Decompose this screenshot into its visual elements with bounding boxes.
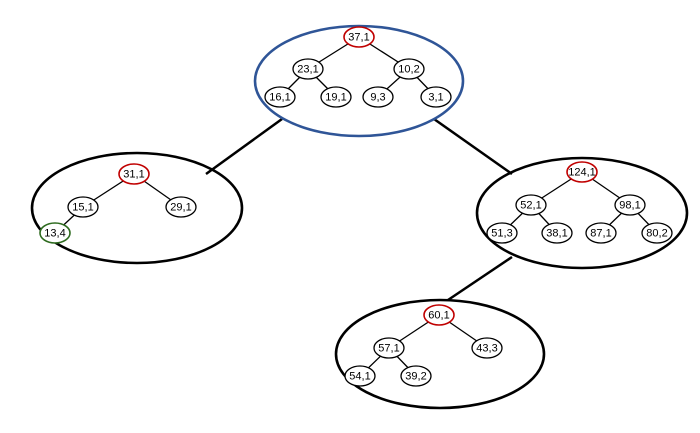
node-shape — [292, 58, 324, 80]
node-label: 38,1 — [546, 228, 567, 240]
node-shape — [471, 337, 503, 359]
node-shape — [566, 161, 598, 183]
cluster-link-top-left — [205, 117, 283, 176]
root-node: 60,1 — [423, 304, 455, 326]
node-label: 43,3 — [476, 343, 497, 355]
node-label: 23,1 — [297, 64, 318, 76]
root-node: 37,1 — [343, 26, 375, 48]
node-shape — [614, 194, 646, 216]
tree-node: 52,1 — [515, 194, 547, 216]
tree-node: 3,1 — [420, 86, 452, 108]
cluster-bottom: 60,1 57,1 43,3 54,1 39,2 — [334, 298, 546, 410]
node-label: 60,1 — [428, 310, 449, 322]
tree-node: 57,1 — [373, 337, 405, 359]
node-shape — [641, 222, 673, 244]
tree-node: 43,3 — [471, 337, 503, 359]
node-label: 3,1 — [428, 92, 443, 104]
node-label: 87,1 — [590, 228, 611, 240]
node-label: 29,1 — [170, 202, 191, 214]
node-shape — [486, 222, 518, 244]
cluster-link-right-bottom — [447, 255, 513, 302]
cluster-boundary-top — [253, 24, 465, 138]
cluster-link-top-right — [433, 117, 513, 176]
node-shape — [344, 365, 376, 387]
node-label: 52,1 — [520, 200, 541, 212]
node-shape — [541, 222, 573, 244]
node-shape — [264, 86, 296, 108]
node-label: 15,1 — [72, 202, 93, 214]
tree-node: 13,4 — [39, 222, 71, 244]
node-shape — [118, 163, 150, 185]
node-label: 37,1 — [348, 32, 369, 44]
node-label: 10,2 — [398, 64, 419, 76]
cluster-left: 31,1 15,1 29,1 13,4 — [30, 151, 244, 265]
node-shape — [393, 58, 425, 80]
tree-node: 80,2 — [641, 222, 673, 244]
tree-node: 29,1 — [165, 196, 197, 218]
node-shape — [320, 86, 352, 108]
node-shape — [67, 196, 99, 218]
tree-node: 54,1 — [344, 365, 376, 387]
cluster-boundary-right — [475, 156, 689, 270]
node-label: 16,1 — [269, 92, 290, 104]
node-label: 39,2 — [405, 371, 426, 383]
tree-node: 51,3 — [486, 222, 518, 244]
node-label: 13,4 — [44, 228, 65, 240]
node-shape — [165, 196, 197, 218]
node-label: 124,1 — [568, 167, 596, 179]
cluster-top: 37,1 23,1 10,2 16,1 19,1 9,3 3,1 — [253, 24, 465, 138]
node-label: 51,3 — [491, 228, 512, 240]
node-shape — [420, 86, 452, 108]
node-label: 98,1 — [619, 200, 640, 212]
node-shape — [423, 304, 455, 326]
node-shape — [343, 26, 375, 48]
tree-node: 38,1 — [541, 222, 573, 244]
tree-node: 87,1 — [585, 222, 617, 244]
node-shape — [373, 337, 405, 359]
root-node: 31,1 — [118, 163, 150, 185]
tree-node: 39,2 — [400, 365, 432, 387]
node-label: 80,2 — [646, 228, 667, 240]
tree-node: 9,3 — [362, 86, 394, 108]
node-shape — [515, 194, 547, 216]
cluster-right: 124,1 52,1 98,1 51,3 38,1 87,1 80,2 — [475, 156, 689, 270]
node-shape — [585, 222, 617, 244]
tree-node: 15,1 — [67, 196, 99, 218]
node-shape — [39, 222, 71, 244]
node-label: 19,1 — [325, 92, 346, 104]
root-node: 124,1 — [566, 161, 598, 183]
cluster-boundary-left — [30, 151, 244, 265]
node-shape — [362, 86, 394, 108]
node-label: 31,1 — [123, 169, 144, 181]
tree-node: 10,2 — [393, 58, 425, 80]
tree-node: 23,1 — [292, 58, 324, 80]
node-label: 57,1 — [378, 343, 399, 355]
node-label: 9,3 — [370, 92, 385, 104]
tree-node: 98,1 — [614, 194, 646, 216]
node-label: 54,1 — [349, 371, 370, 383]
tree-node: 16,1 — [264, 86, 296, 108]
node-shape — [400, 365, 432, 387]
tree-node: 19,1 — [320, 86, 352, 108]
cluster-boundary-bottom — [334, 298, 546, 410]
